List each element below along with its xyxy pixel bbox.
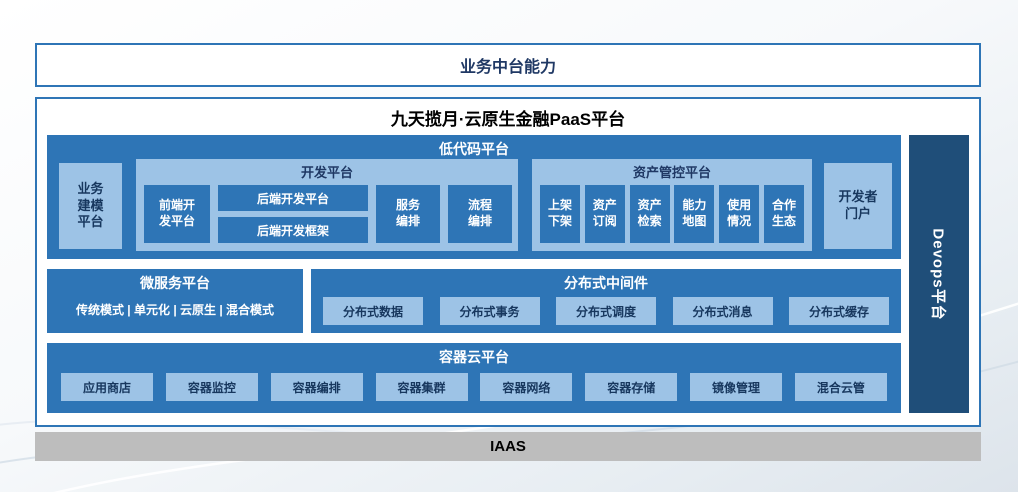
middleware-item-box: 分布式数据 <box>323 297 423 325</box>
middleware-item-box: 分布式缓存 <box>789 297 889 325</box>
process-orchestration-box: 流程编排 <box>448 185 512 243</box>
microservice-platform-title: 微服务平台 <box>140 275 210 291</box>
dev-platform-title: 开发平台 <box>300 165 353 180</box>
middleware-item-box: 分布式调度 <box>556 297 656 325</box>
asset-item-box: 资产订阅 <box>584 185 625 243</box>
asset-control-platform-group: 资产管控平台 上架下架 资产订阅 资产检索 能力地图 使用情况 合作生态 <box>532 159 812 251</box>
container-item-box: 应用商店 <box>61 373 153 401</box>
developer-portal-box: 开发者门户 <box>824 163 892 249</box>
microservice-modes: 传统模式 | 单元化 | 云原生 | 混合模式 <box>75 303 275 317</box>
business-middle-platform-label: 业务中台能力 <box>459 59 556 76</box>
iaas-bar: IAAS <box>35 432 981 461</box>
dev-platform-group: 开发平台 前端开发平台 后端开发平台 后端开发框架 服务编排 流程编排 <box>136 159 518 251</box>
container-item-box: 容器存储 <box>585 373 678 401</box>
business-middle-platform-banner: 业务中台能力 <box>35 43 981 87</box>
container-cloud-platform-section: 容器云平台 应用商店 容器监控 容器编排 容器集群 容器网络 容器存储 镜像管理… <box>47 343 901 413</box>
low-code-platform-title: 低代码平台 <box>439 141 509 157</box>
asset-control-platform-title: 资产管控平台 <box>632 165 711 180</box>
distributed-middleware-section: 分布式中间件 分布式数据 分布式事务 分布式调度 分布式消息 分布式缓存 <box>311 269 901 333</box>
container-item-box: 容器编排 <box>270 373 363 401</box>
container-cloud-platform-title: 容器云平台 <box>439 349 509 365</box>
devops-label: Devops平台 <box>929 227 947 321</box>
microservice-platform-section: 微服务平台 传统模式 | 单元化 | 云原生 | 混合模式 <box>47 269 303 333</box>
asset-item-box: 能力地图 <box>674 185 715 243</box>
backend-dev-framework-box: 后端开发框架 <box>218 217 368 243</box>
paas-platform-panel: 九天揽月·云原生金融PaaS平台 低代码平台 业务建模平台 开发平台 前端开发平… <box>35 97 981 427</box>
middleware-items-row: 分布式数据 分布式事务 分布式调度 分布式消息 分布式缓存 <box>311 297 901 325</box>
business-modeling-platform-box: 业务建模平台 <box>59 163 122 249</box>
asset-item-box: 资产检索 <box>629 185 670 243</box>
backend-dev-platform-box: 后端开发平台 <box>218 185 368 211</box>
container-items-row: 应用商店 容器监控 容器编排 容器集群 容器网络 容器存储 镜像管理 混合云管 <box>47 373 901 401</box>
backend-dev-column: 后端开发平台 后端开发框架 <box>218 185 368 249</box>
container-item-box: 镜像管理 <box>690 373 783 401</box>
asset-item-box: 使用情况 <box>719 185 760 243</box>
asset-item-box: 合作生态 <box>763 185 804 243</box>
container-item-box: 混合云管 <box>794 373 887 401</box>
container-item-box: 容器监控 <box>165 373 258 401</box>
service-orchestration-box: 服务编排 <box>376 185 440 243</box>
middleware-item-box: 分布式消息 <box>672 297 773 325</box>
container-item-box: 容器集群 <box>375 373 468 401</box>
frontend-dev-platform-box: 前端开发平台 <box>144 185 210 243</box>
asset-item-box: 上架下架 <box>540 185 580 243</box>
middleware-item-box: 分布式事务 <box>439 297 540 325</box>
platform-title: 九天揽月·云原生金融PaaS平台 <box>390 109 626 129</box>
iaas-label: IAAS <box>490 438 526 455</box>
asset-items-row: 上架下架 资产订阅 资产检索 能力地图 使用情况 合作生态 <box>532 185 812 243</box>
distributed-middleware-title: 分布式中间件 <box>564 275 648 291</box>
devops-platform-bar: Devops平台 <box>909 135 969 413</box>
low-code-platform-section: 低代码平台 业务建模平台 开发平台 前端开发平台 后端开发平台 后端开发框架 服… <box>47 135 901 259</box>
container-item-box: 容器网络 <box>480 373 573 401</box>
